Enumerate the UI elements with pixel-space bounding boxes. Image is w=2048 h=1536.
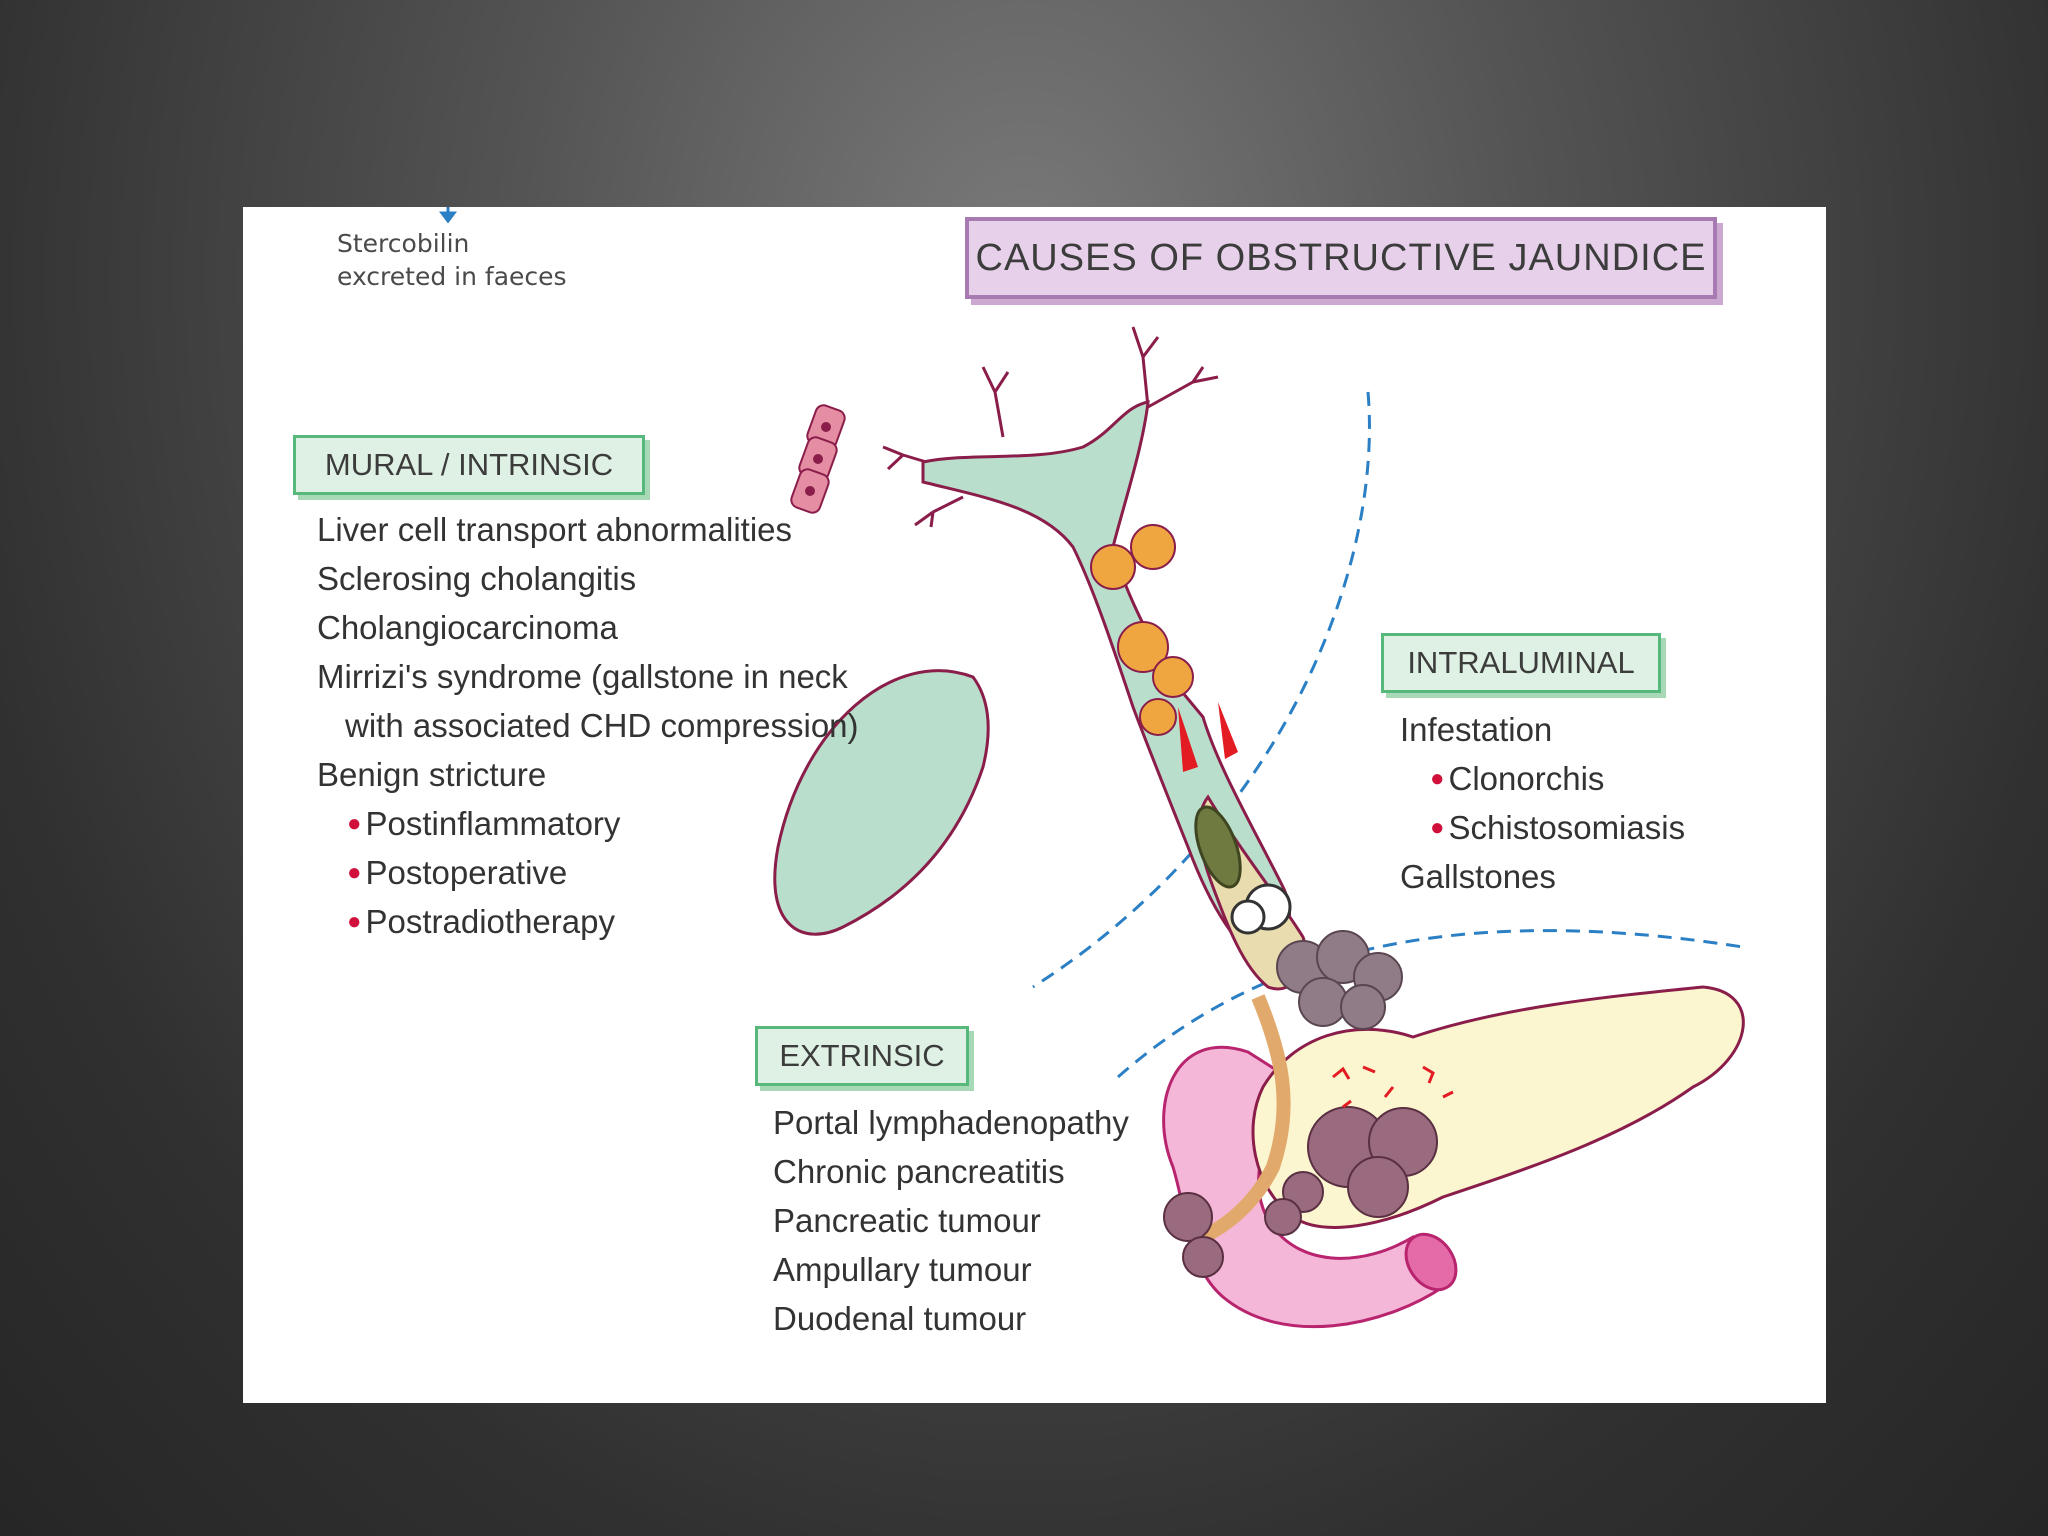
bullet-item: ●Postoperative [317, 848, 859, 897]
list-item: Sclerosing cholangitis [317, 560, 637, 597]
bullet-dot-icon: ● [1430, 814, 1445, 841]
list-item: Gallstones [1400, 858, 1556, 895]
parasite-in-duct [1194, 805, 1242, 889]
down-arrow-icon [439, 207, 457, 224]
intraluminal-header: INTRALUMINAL [1381, 633, 1661, 693]
stricture [1178, 707, 1198, 772]
list-item: Liver cell transport abnormalities [317, 511, 793, 548]
duodenum [1162, 1045, 1446, 1329]
caption-line: Stercobilin [337, 229, 470, 258]
duodenum-lumen [1404, 1232, 1458, 1292]
list-item: Mirrizi's syndrome (gallstone in neck [317, 658, 848, 695]
intrahepatic-ducts [882, 326, 1219, 528]
slide-title: CAUSES OF OBSTRUCTIVE JAUNDICE [965, 217, 1717, 299]
list-item: Portal lymphadenopathy [773, 1104, 1129, 1141]
list-item: Pancreatic tumour [773, 1202, 1041, 1239]
dashed-boundary-intrinsic [1032, 391, 1371, 989]
pancreatitis-marks [1332, 1065, 1454, 1109]
title-text: CAUSES OF OBSTRUCTIVE JAUNDICE [975, 236, 1707, 279]
list-item: Chronic pancreatitis [773, 1153, 1065, 1190]
list-item: Duodenal tumour [773, 1300, 1027, 1337]
distal-duct [1199, 994, 1291, 1244]
stricture [1218, 702, 1238, 759]
gallbladder [773, 669, 990, 936]
stercobilin-caption: Stercobilin excreted in faeces [337, 227, 567, 293]
extrinsic-list: Portal lymphadenopathy Chronic pancreati… [773, 1098, 1129, 1343]
bullet-text: Clonorchis [1448, 760, 1605, 797]
bullet-item: ●Clonorchis [1400, 754, 1685, 803]
extrinsic-header: EXTRINSIC [755, 1026, 969, 1086]
gallstone [1230, 899, 1266, 935]
bullet-dot-icon: ● [1430, 765, 1445, 792]
list-item: Cholangiocarcinoma [317, 609, 618, 646]
liver-cells [790, 404, 846, 514]
duodenal-tumour [1163, 1192, 1224, 1278]
bullet-item: ●Postradiotherapy [317, 897, 859, 946]
intraluminal-list: Infestation ●Clonorchis ●Schistosomiasis… [1400, 705, 1685, 901]
bullet-dot-icon: ● [347, 810, 362, 837]
bullet-dot-icon: ● [347, 859, 362, 886]
biliary-anatomy-diagram [439, 207, 1745, 1329]
bullet-text: Postinflammatory [365, 805, 621, 842]
caption-line: excreted in faeces [337, 262, 567, 291]
mural-header: MURAL / INTRINSIC [293, 435, 645, 495]
list-item: Benign stricture [317, 756, 547, 793]
bullet-text: Schistosomiasis [1448, 809, 1686, 846]
bullet-item: ●Schistosomiasis [1400, 803, 1685, 852]
bullet-dot-icon: ● [347, 908, 362, 935]
portal-lymph-nodes [1276, 930, 1403, 1030]
bullet-item: ●Postinflammatory [317, 799, 859, 848]
cholangiocarcinoma [1090, 524, 1194, 736]
extrinsic-heading-text: EXTRINSIC [779, 1038, 945, 1073]
dashed-boundary-extrinsic [1117, 929, 1744, 1079]
mural-list: Liver cell transport abnormalities Scler… [317, 505, 859, 946]
list-item: with associated CHD compression) [345, 707, 859, 744]
pancreatic-tumour [1264, 1106, 1438, 1236]
bullet-text: Postoperative [365, 854, 568, 891]
slide: Stercobilin excreted in faeces CAUSES OF… [243, 207, 1826, 1403]
list-item: Infestation [1400, 711, 1553, 748]
intraluminal-heading-text: INTRALUMINAL [1407, 645, 1635, 680]
bullet-text: Postradiotherapy [365, 903, 615, 940]
mural-heading-text: MURAL / INTRINSIC [324, 447, 614, 482]
list-item: Ampullary tumour [773, 1251, 1032, 1288]
